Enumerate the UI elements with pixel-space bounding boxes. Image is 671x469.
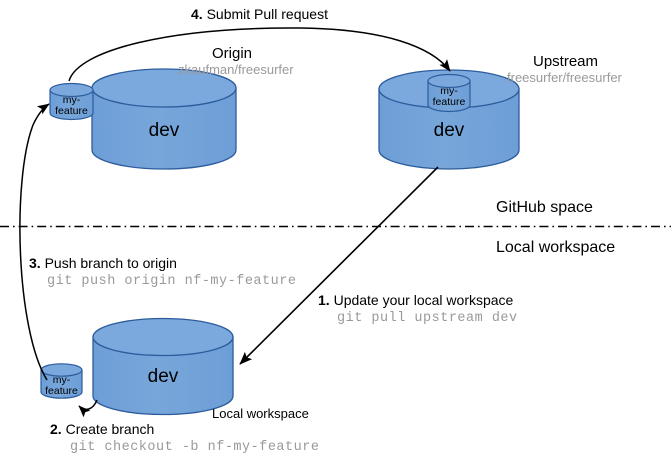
arrow-create-branch (78, 399, 98, 418)
step-2-command: git checkout -b nf-my-feature (70, 440, 320, 455)
step-3-number: 3. (29, 255, 41, 271)
local-dev-label: dev (148, 366, 179, 387)
step-3-label: Push branch to origin (44, 255, 177, 271)
origin-dev-cylinder: dev (91, 68, 237, 170)
step-2-number: 2. (50, 421, 62, 437)
upstream-title: Upstream (533, 53, 599, 70)
step-2-text: 2. Create branch (50, 421, 155, 438)
upstream-dev-label: dev (434, 120, 465, 141)
upstream-feature-label-line2: feature (433, 96, 466, 108)
step-4-label: Submit Pull request (206, 6, 328, 22)
local-workspace-region-label: Local workspace (496, 239, 616, 256)
step-4-text: 4. Submit Pull request (191, 6, 328, 23)
local-dev-cylinder: dev (92, 317, 234, 416)
step-4-number: 4. (191, 6, 203, 22)
step-2-label: Create branch (65, 421, 155, 437)
github-space-label: GitHub space (496, 199, 593, 216)
origin-feature-label-line2: feature (55, 105, 88, 117)
origin-dev-label: dev (149, 120, 180, 141)
upstream-repo-path: freesurfer/freesurfer (507, 70, 622, 85)
arrow-submit-pull-request (68, 27, 451, 82)
step-3-text: 3. Push branch to origin (29, 255, 177, 272)
step-1-text: 1. Update your local workspace (318, 292, 514, 309)
local-feature-label-line2: feature (45, 385, 78, 397)
arrow-push-branch-to-origin (19, 103, 50, 381)
upstream-feature-cylinder: my- feature (427, 73, 471, 113)
arrow-update-local-workspace (239, 166, 439, 365)
origin-title: Origin (212, 45, 253, 62)
origin-feature-cylinder: my- feature (49, 82, 94, 121)
origin-feature-label-line1: my- (63, 94, 81, 106)
step-3-command: git push origin nf-my-feature (47, 274, 297, 289)
step-1-number: 1. (318, 292, 330, 308)
local-workspace-caption: Local workspace (212, 406, 309, 421)
upstream-feature-label-line1: my- (440, 85, 458, 97)
origin-repo-path: zkaufman/freesurfer (178, 62, 294, 77)
step-1-label: Update your local workspace (333, 292, 514, 308)
local-feature-cylinder: my- feature (40, 363, 83, 399)
step-1-command: git pull upstream dev (337, 311, 518, 326)
local-feature-label-line1: my- (53, 374, 71, 386)
